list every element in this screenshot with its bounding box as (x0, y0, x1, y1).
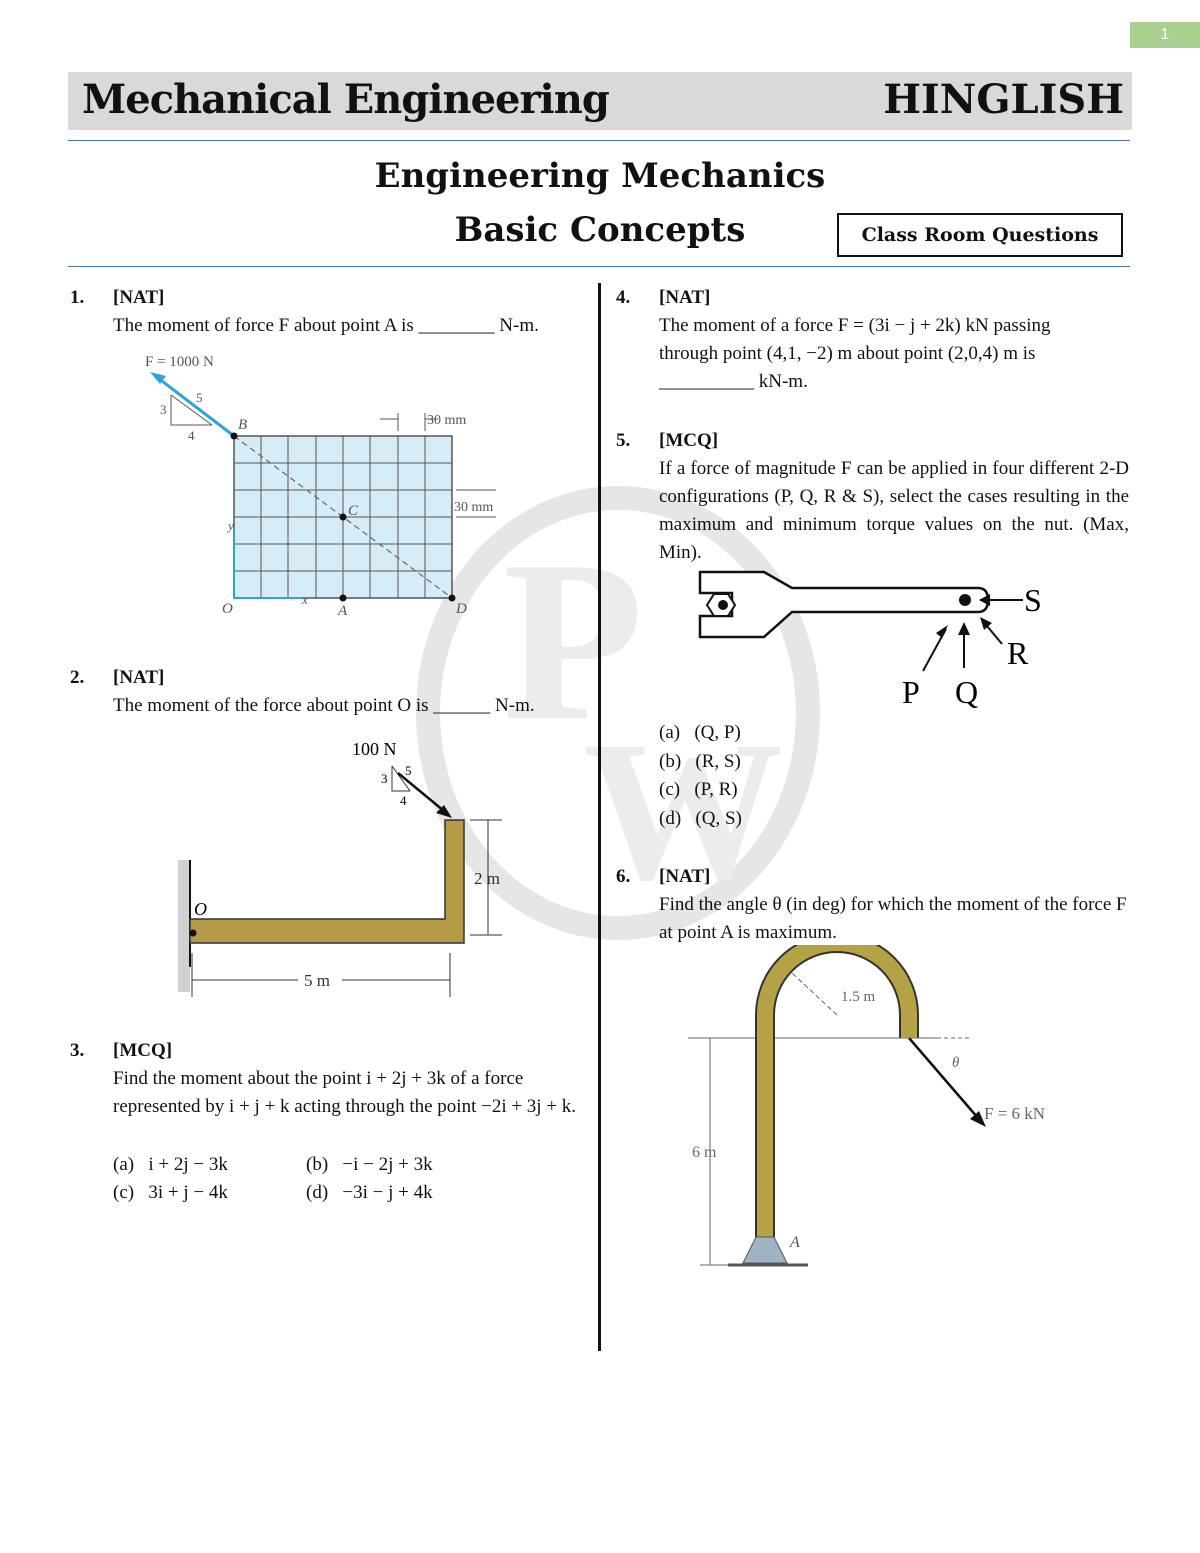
q1-slope-rise: 3 (160, 402, 167, 417)
question-type: [NAT] (113, 287, 165, 308)
question-5: 5. [MCQ] If a force of magnitude F can b… (616, 427, 1132, 567)
header-bar: Mechanical Engineering HINGLISH (68, 72, 1132, 130)
question-1: 1. [NAT] The moment of force F about poi… (70, 284, 590, 340)
q3-option-d[interactable]: (d) −3i − j + 4k (306, 1182, 433, 1203)
question-text: The moment of force F about point A is _… (113, 315, 539, 336)
q5-label-s: S (1024, 582, 1042, 618)
question-text: Find the angle θ (in deg) for which the … (659, 894, 1127, 943)
question-2: 2. [NAT] The moment of the force about p… (70, 664, 590, 720)
question-type: [NAT] (113, 667, 165, 688)
q1-dim-horizontal: 30 mm (427, 413, 466, 428)
q6-figure: 6 m 1.5 m θ F = 6 kN A (688, 945, 1045, 1267)
title-rule (68, 266, 1130, 267)
q2-figure: O 100 N 3 5 4 2 m 5 m (178, 739, 502, 997)
header-rule (68, 140, 1130, 141)
question-text: Find the moment about the point i + 2j +… (113, 1068, 577, 1117)
q6-force-label: F = 6 kN (984, 1104, 1045, 1123)
page-number-badge: 1 (1130, 22, 1200, 48)
q1-slope-hyp: 5 (196, 390, 203, 405)
q2-slope-hyp: 5 (405, 763, 412, 778)
header-language: HINGLISH (883, 76, 1124, 123)
q1-axis-x: x (301, 592, 308, 607)
q1-point-c: C (348, 503, 359, 519)
question-text: The moment of the force about point O is… (113, 695, 535, 716)
q1-point-d: D (455, 601, 467, 617)
q3-option-c[interactable]: (c) 3i + j − 4k (113, 1182, 228, 1203)
question-6: 6. [NAT] Find the angle θ (in deg) for w… (616, 863, 1132, 947)
q3-option-a[interactable]: (a) i + 2j − 3k (113, 1154, 228, 1175)
q2-force-label: 100 N (352, 739, 397, 759)
q6-dim-height: 6 m (692, 1144, 717, 1161)
q5-option-d[interactable]: (d) (Q, S) (659, 808, 742, 829)
header-subject: Mechanical Engineering (82, 76, 610, 123)
question-number: 4. (616, 287, 631, 308)
q6-angle-theta: θ (952, 1055, 960, 1071)
pw-watermark-logo: P W (416, 486, 820, 940)
q2-point-o: O (194, 899, 207, 919)
svg-text:P: P (503, 513, 644, 768)
q1-point-o: O (222, 601, 233, 617)
chapter-subtitle: Basic Concepts (454, 210, 746, 250)
q5-option-b[interactable]: (b) (R, S) (659, 751, 741, 772)
q1-force-label: F = 1000 N (145, 354, 214, 370)
q5-option-c[interactable]: (c) (P, R) (659, 779, 738, 800)
q2-dim-height: 2 m (474, 869, 500, 888)
question-text: If a force of magnitude F can be applied… (659, 458, 1129, 563)
q5-label-r: R (1007, 635, 1029, 671)
class-room-questions-badge: Class Room Questions (837, 213, 1123, 257)
q2-slope-rise: 3 (381, 771, 388, 786)
question-number: 6. (616, 866, 631, 887)
q5-label-q: Q (955, 674, 978, 710)
question-3: 3. [MCQ] Find the moment about the point… (70, 1037, 590, 1149)
question-number: 3. (70, 1040, 85, 1061)
question-number: 1. (70, 287, 85, 308)
q1-figure: F = 1000 N 3 4 5 B C O A D y x 30 mm 30 … (145, 354, 496, 619)
chapter-title: Engineering Mechanics (374, 156, 826, 196)
q5-wrench-figure: S R Q P (698, 570, 1042, 710)
question-type: [NAT] (659, 866, 711, 887)
question-type: [NAT] (659, 287, 711, 308)
q6-dim-radius: 1.5 m (841, 989, 876, 1005)
question-type: [MCQ] (659, 430, 719, 451)
question-4: 4. [NAT] The moment of a force F = (3i −… (616, 284, 1132, 396)
q2-slope-run: 4 (400, 793, 407, 808)
q5-option-a[interactable]: (a) (Q, P) (659, 722, 741, 743)
q1-slope-run: 4 (188, 428, 195, 443)
q1-point-a: A (337, 603, 348, 619)
q1-axis-y: y (226, 518, 234, 533)
q1-dim-vertical: 30 mm (454, 500, 493, 515)
q2-dim-length: 5 m (304, 971, 330, 990)
q3-option-b[interactable]: (b) −i − 2j + 3k (306, 1154, 433, 1175)
question-text: The moment of a force F = (3i − j + 2k) … (659, 315, 1051, 392)
q5-label-p: P (902, 674, 920, 710)
question-number: 2. (70, 667, 85, 688)
question-type: [MCQ] (113, 1040, 173, 1061)
q1-point-b: B (238, 417, 247, 433)
svg-text:W: W (583, 701, 783, 922)
q6-point-a: A (789, 1234, 800, 1251)
column-divider (598, 283, 601, 1351)
question-number: 5. (616, 430, 631, 451)
